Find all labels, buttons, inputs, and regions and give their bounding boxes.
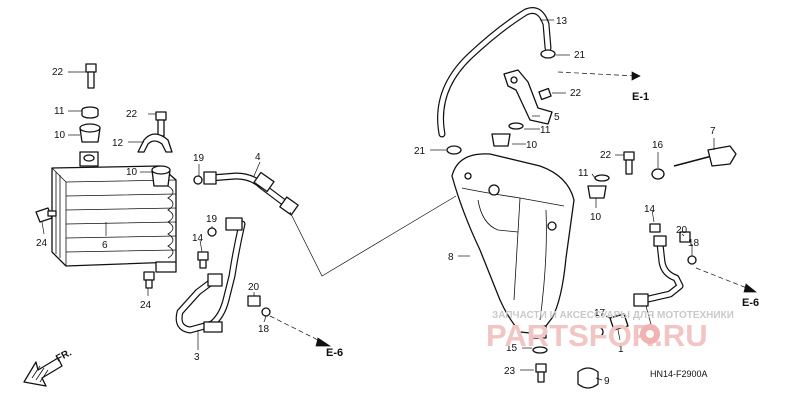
grommet-10-mid: [151, 165, 171, 187]
bracket-5: [503, 69, 553, 125]
grommet-10-top: [491, 133, 511, 147]
bolt-14-right: [649, 223, 661, 233]
callout-19: 19: [206, 214, 218, 225]
callout-11: 11: [578, 168, 589, 179]
callout-14: 14: [192, 233, 204, 244]
callout-14: 14: [644, 204, 656, 215]
watermark-tagline: ЗАПЧАСТИ И АКСЕССУАРЫ ДЛЯ МОТОТЕХНИКИ: [492, 310, 734, 321]
diagram-code: HN14-F2900A: [650, 369, 708, 379]
seal-16: [651, 168, 665, 180]
watermark-hub-icon: [646, 330, 654, 338]
bolt-22-mid: [155, 111, 167, 137]
front-label: FR.: [54, 347, 74, 364]
callout-4: 4: [255, 152, 261, 163]
callout-17: 17: [594, 308, 606, 319]
callout-5: 5: [554, 112, 560, 123]
callout-18: 18: [258, 324, 270, 335]
callout-11: 11: [540, 125, 551, 136]
bolt-23: [535, 363, 547, 383]
callout-16: 16: [652, 140, 664, 151]
collar-11-right: [594, 174, 610, 182]
callout-7: 7: [710, 126, 716, 137]
front-arrow: FR.: [23, 347, 74, 387]
collar-11-left: [81, 106, 99, 119]
callout-20: 20: [248, 282, 260, 293]
clip-19a: [193, 175, 203, 185]
bolt-24-bottom: [143, 271, 155, 289]
callout-24: 24: [36, 238, 48, 249]
clamp-21-top: [540, 49, 556, 59]
callout-19: 19: [193, 153, 205, 164]
callout-24: 24: [140, 300, 152, 311]
callout-21: 21: [574, 50, 586, 61]
collar-11-top: [508, 122, 524, 130]
oil-cooler: [51, 151, 177, 273]
watermark-brand: PARTSFOR.RU: [486, 318, 708, 353]
callout-21: 21: [414, 146, 426, 157]
callout-6: 6: [102, 240, 108, 251]
bolt-22-right: [623, 151, 635, 175]
callout-20: 20: [676, 225, 688, 236]
bolt-24-left: [35, 207, 57, 223]
reference-e6-right: E-6: [742, 297, 759, 309]
callout-10: 10: [590, 212, 602, 223]
callout-15: 15: [506, 343, 518, 354]
oring-18-right: [687, 255, 697, 265]
oil-tank-8: [451, 153, 575, 339]
callout-8: 8: [448, 252, 454, 263]
callout-10: 10: [54, 130, 66, 141]
collar-20-left: [247, 295, 261, 307]
oil-hose-2: [633, 235, 684, 307]
clamp-21-left: [446, 145, 462, 155]
watermark: ЗАПЧАСТИ И АКСЕССУАРЫ ДЛЯ МОТОТЕХНИКИ PA…: [486, 310, 734, 353]
callout-11: 11: [54, 106, 65, 117]
callout-10: 10: [526, 140, 538, 151]
callout-13: 13: [556, 16, 568, 27]
oil-hose-4: [203, 171, 299, 216]
bolt-14-left: [197, 251, 209, 269]
bolt-22-top: [538, 87, 552, 101]
callout-22: 22: [570, 88, 582, 99]
leader-lines: [41, 19, 757, 381]
dipstick-7: [673, 145, 737, 167]
fitting-1: [609, 313, 629, 331]
bolt-22-left: [85, 63, 97, 89]
reference-e6-left: E-6: [326, 347, 343, 359]
callout-3: 3: [194, 352, 200, 363]
grommet-10-left: [79, 123, 101, 143]
callout-1: 1: [618, 344, 624, 355]
callout-18: 18: [688, 238, 700, 249]
callout-23: 23: [504, 366, 516, 377]
cap-9: [577, 367, 599, 389]
callout-22: 22: [52, 67, 64, 78]
oring-17: [592, 326, 604, 338]
callout-9: 9: [604, 376, 610, 387]
callout-numbers: 13 21 22 5 11 10 21 7 16 22 11 10 14 20 …: [36, 16, 716, 387]
reference-e1: E-1: [632, 91, 649, 103]
grommet-10-right: [587, 185, 607, 199]
clip-19b: [207, 227, 217, 237]
oil-hose-3: [175, 217, 246, 334]
callout-22: 22: [600, 150, 612, 161]
callout-10: 10: [126, 167, 138, 178]
washer-15: [532, 346, 548, 354]
clamp-12: [137, 133, 173, 153]
oring-18-left: [261, 307, 271, 317]
breather-hose-13: [437, 7, 552, 138]
collar-20-right: [679, 231, 691, 243]
callout-12: 12: [112, 138, 124, 149]
callout-22: 22: [126, 109, 138, 120]
